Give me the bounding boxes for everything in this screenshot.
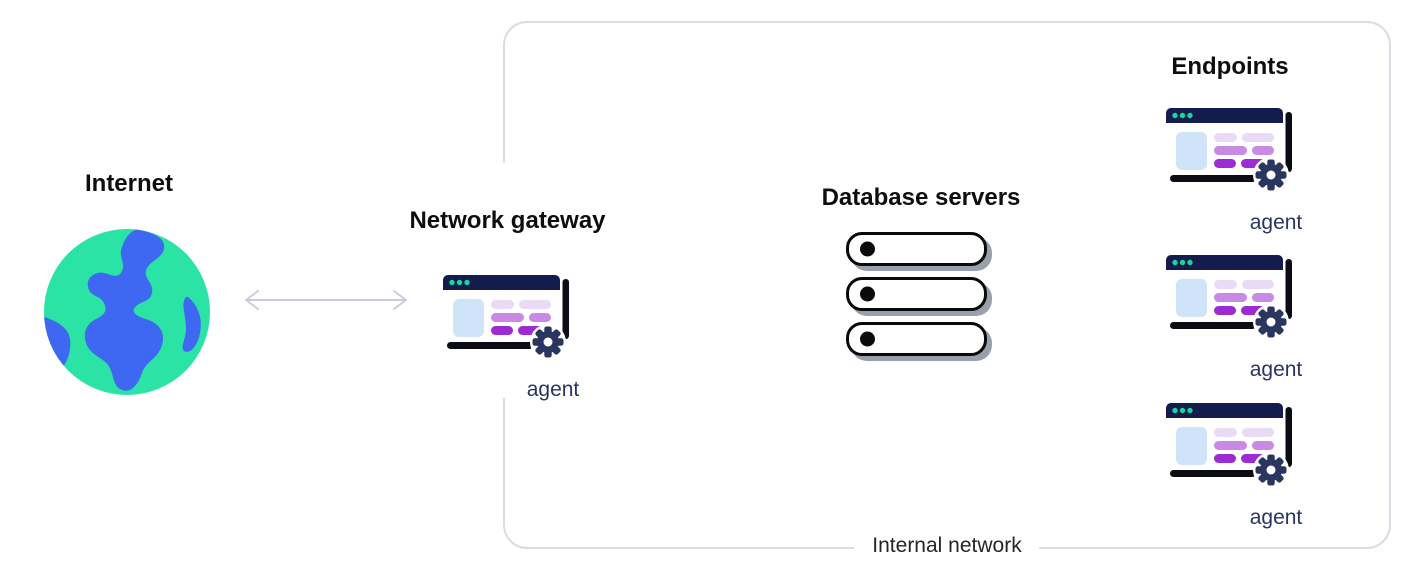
network-gateway-node: agent [441,272,579,402]
server-indicator-dot-icon [860,331,875,347]
continent-shape [182,296,201,352]
endpoint-node: agent [1164,400,1302,530]
internal-network-label: Internal network [854,534,1040,558]
endpoint-node: agent [1164,252,1302,382]
database-server [846,232,987,266]
network-gateway-label: Network gateway [409,207,606,234]
server-indicator-dot-icon [860,286,875,302]
browser-window-gear-icon [1164,400,1296,492]
database-server [846,322,987,356]
globe-icon [44,229,210,395]
server-stack-icon [846,232,987,367]
endpoints-label: Endpoints [1171,53,1289,80]
internet-label: Internet [84,170,173,197]
agent-label: agent [1249,506,1303,529]
agent-label: agent [526,378,580,401]
server-indicator-dot-icon [860,241,875,257]
browser-window-gear-icon [441,272,573,364]
database-servers-label: Database servers [821,184,1021,211]
bidirectional-arrow-icon [245,290,407,310]
browser-window-gear-icon [1164,105,1296,197]
continent-shape [84,229,165,391]
endpoint-node: agent [1164,105,1302,235]
browser-window-gear-icon [1164,252,1296,344]
agent-label: agent [1249,211,1303,234]
database-server [846,277,987,311]
agent-label: agent [1249,358,1303,381]
